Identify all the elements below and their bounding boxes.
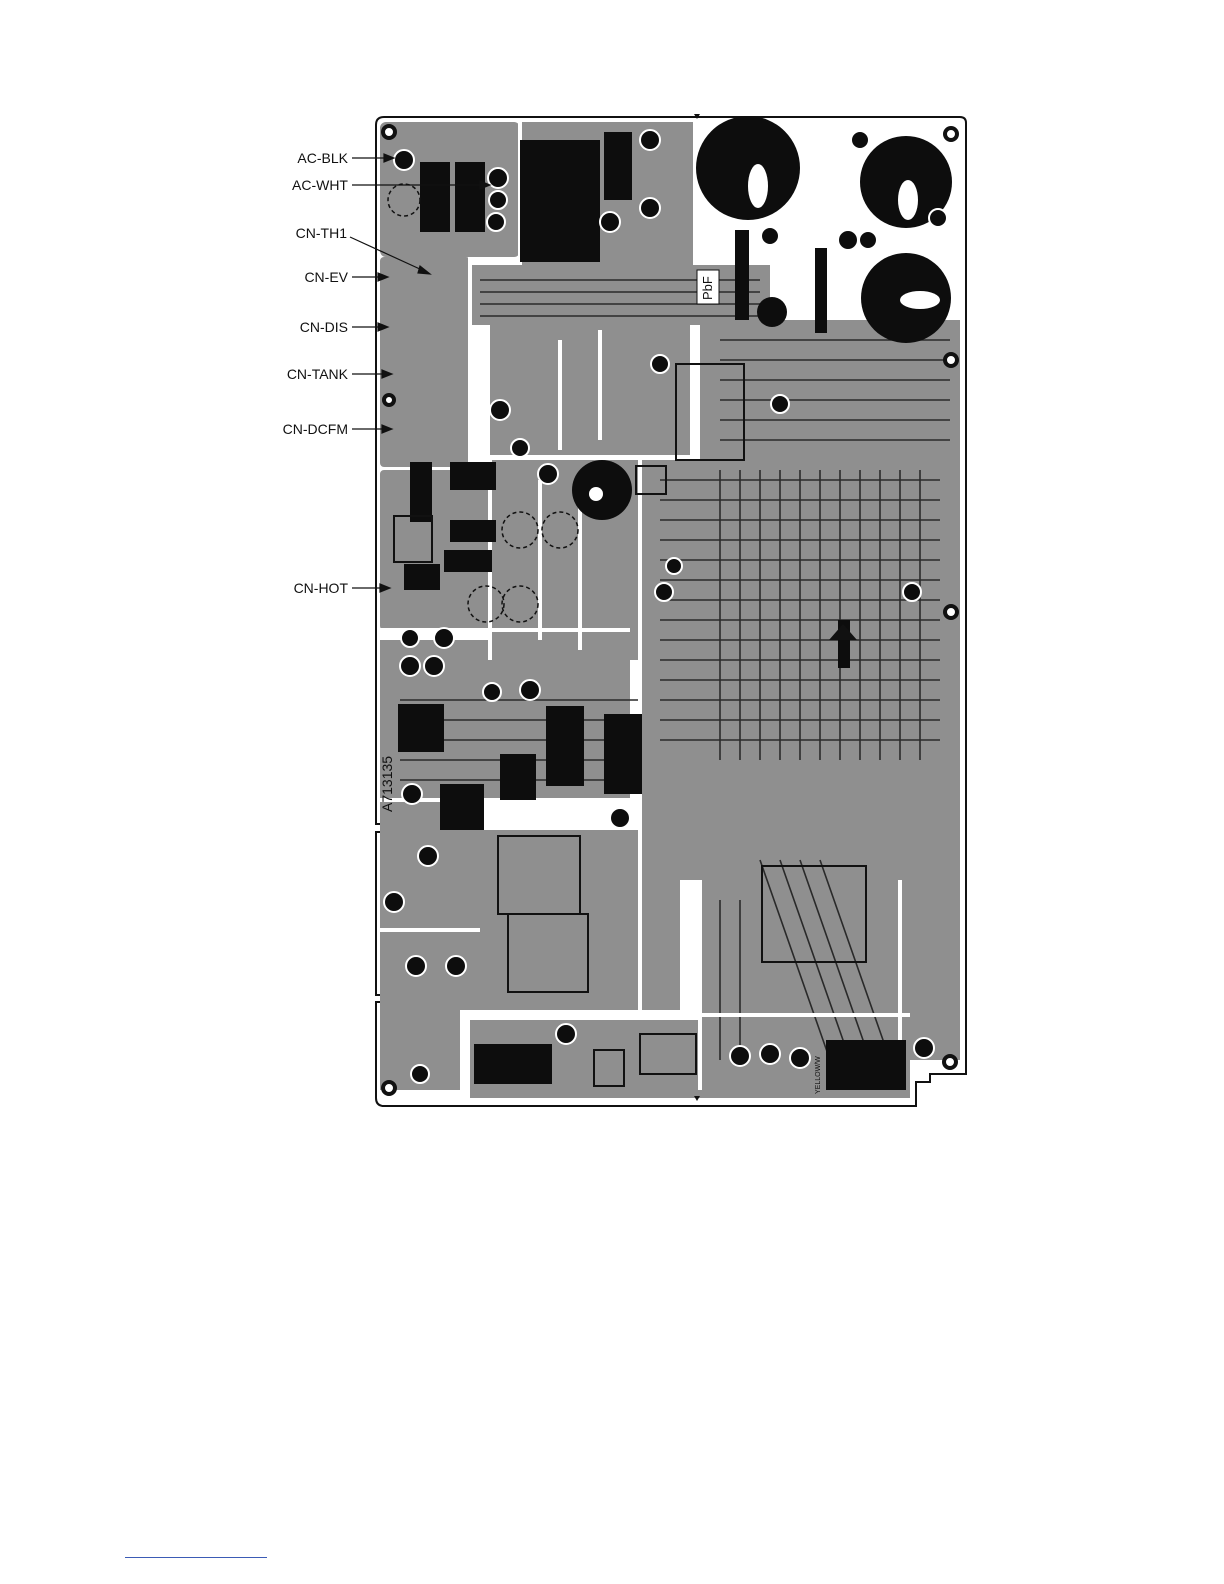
label-ac-blk: AC-BLK	[258, 150, 348, 166]
label-cn-dcfm: CN-DCFM	[258, 421, 348, 437]
label-cn-ev: CN-EV	[258, 269, 348, 285]
label-cn-dis: CN-DIS	[258, 319, 348, 335]
footer-link-rule	[125, 1557, 267, 1558]
label-cn-tank: CN-TANK	[258, 366, 348, 382]
label-ac-wht: AC-WHT	[258, 177, 348, 193]
capacitor-small	[757, 297, 787, 327]
lead-free-mark: PbF	[700, 276, 715, 300]
yellow-connector-label: YELLOW/W	[815, 1056, 822, 1094]
capacitor-large-1	[696, 116, 800, 220]
part-number: A713135	[379, 756, 395, 812]
label-cn-th1: CN-TH1	[257, 225, 347, 241]
label-cn-hot: CN-HOT	[258, 580, 348, 596]
capacitor-medium	[572, 460, 632, 520]
